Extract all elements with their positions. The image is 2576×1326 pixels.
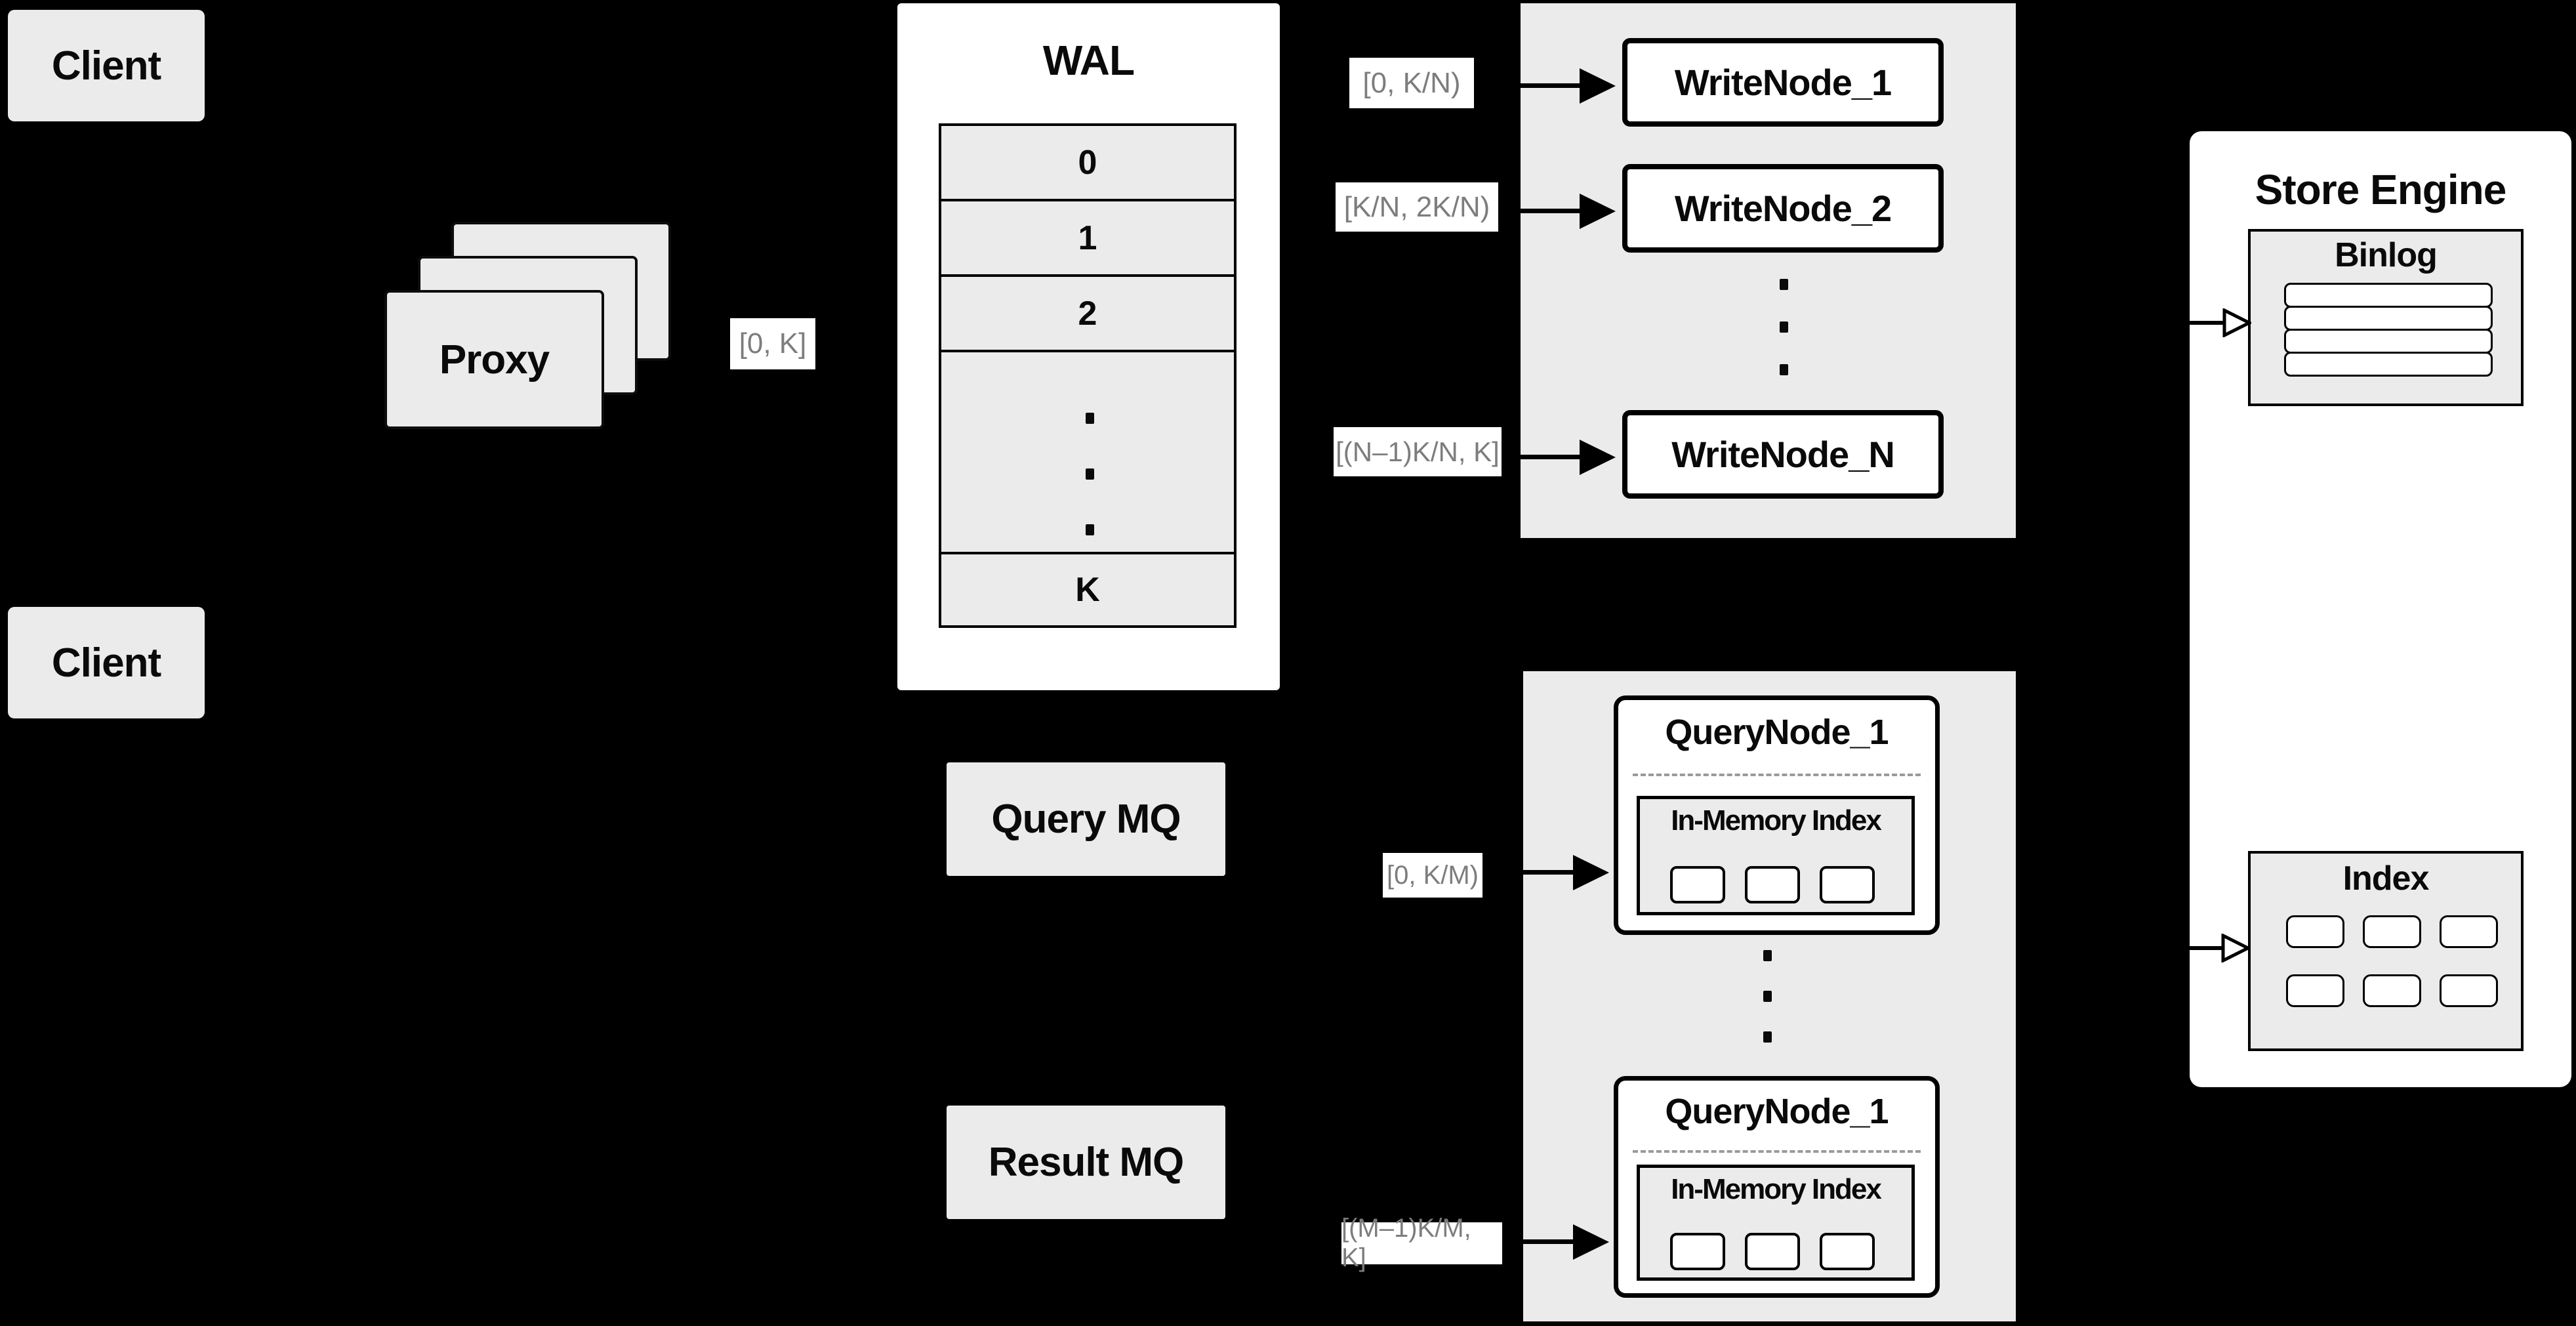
arrow-to-binlog [2184, 321, 2225, 325]
querynode-m-inmem-title: In-Memory Index [1671, 1173, 1882, 1205]
index-box-4 [2286, 974, 2344, 1007]
querynode-1-title: QueryNode_1 [1665, 713, 1889, 752]
querynode-ellipsis-dot-3 [1763, 1031, 1772, 1043]
querynode-ellipsis-dot-2 [1763, 991, 1772, 1002]
proxy-label: Proxy [439, 337, 550, 383]
binlog-row-4 [2284, 352, 2493, 377]
writenode-ellipsis-dot-1 [1780, 279, 1788, 290]
wal-segment-2-label: 2 [1078, 294, 1097, 333]
arrow-head-index-open [2221, 934, 2250, 963]
query-mq-box: Query MQ [947, 762, 1225, 876]
wal-title: WAL [1042, 37, 1135, 84]
wal-ellipsis-dot-1 [1086, 413, 1094, 424]
binlog-row-3 [2284, 329, 2493, 354]
index-title: Index [2342, 860, 2430, 898]
arrow-to-querynode-m [1523, 1239, 1576, 1244]
arrow-head-querynode-m [1573, 1224, 1609, 1260]
index-box-1 [2286, 915, 2344, 948]
querynode-m-box: QueryNode_1 In-Memory Index [1614, 1076, 1940, 1298]
store-engine-panel: Store Engine Binlog Index [2190, 131, 2571, 1087]
writenode-n-label: WriteNode_N [1671, 434, 1895, 475]
writenode-2-box: WriteNode_2 [1622, 164, 1944, 253]
querynode-1-segment-2 [1745, 866, 1800, 903]
querynode-m-segment-1 [1670, 1233, 1725, 1270]
range-label-querynode-m-text: [(M–1)K/M, K] [1341, 1214, 1471, 1272]
arrow-head-querynode-1 [1573, 855, 1609, 890]
store-engine-title: Store Engine [2255, 166, 2507, 213]
proxy-card-front: Proxy [384, 290, 604, 429]
querynode-1-inmem-panel: In-Memory Index [1637, 796, 1915, 915]
client-bottom-box: Client [8, 607, 205, 718]
querynode-ellipsis-dot-1 [1763, 950, 1772, 961]
arrow-head-binlog-open [2222, 308, 2251, 337]
arrow-to-writenode-n [1521, 455, 1582, 459]
range-label-writenode-2-text: [K/N, 2K/N) [1343, 190, 1490, 223]
writenode-ellipsis-dot-3 [1780, 364, 1788, 375]
querynode-m-inmem-panel: In-Memory Index [1637, 1165, 1915, 1281]
writenode-ellipsis-dot-2 [1780, 321, 1788, 333]
range-label-writenode-n: [(N–1)K/N, K] [1334, 427, 1502, 476]
binlog-row-1 [2284, 283, 2493, 308]
binlog-rows [2284, 283, 2493, 377]
range-label-writenode-n-text: [(N–1)K/N, K] [1336, 436, 1500, 467]
wal-ellipsis-dot-2 [1086, 468, 1094, 480]
querynode-group-panel: QueryNode_1 In-Memory Index QueryNode_1 … [1523, 671, 2016, 1321]
writenode-2-label: WriteNode_2 [1674, 188, 1892, 229]
index-box-3 [2440, 915, 2498, 948]
wal-segment-k-label: K [1075, 571, 1100, 609]
range-label-proxy-to-wal-text: [0, K] [739, 327, 807, 360]
querynode-1-box: QueryNode_1 In-Memory Index [1614, 695, 1940, 935]
wal-segment-0-label: 0 [1078, 143, 1097, 182]
wal-segment-2: 2 [941, 274, 1234, 350]
writenode-1-box: WriteNode_1 [1622, 38, 1944, 127]
range-label-querynode-m: [(M–1)K/M, K] [1341, 1214, 1502, 1272]
client-top-label: Client [51, 43, 161, 89]
arrow-to-writenode-2 [1521, 209, 1582, 213]
querynode-1-inmem-title: In-Memory Index [1671, 804, 1882, 837]
querynode-m-divider [1633, 1150, 1921, 1153]
wal-ellipsis-dot-3 [1086, 524, 1094, 535]
querynode-m-segment-2 [1745, 1233, 1800, 1270]
index-box-2 [2363, 915, 2421, 948]
writenode-group-panel: WriteNode_1 WriteNode_2 WriteNode_N [1521, 3, 2016, 538]
binlog-title: Binlog [2335, 236, 2438, 274]
wal-segment-k: K [941, 552, 1234, 625]
range-label-querynode-1: [0, K/M) [1383, 853, 1482, 898]
querynode-m-segment-3 [1820, 1233, 1875, 1270]
index-box-6 [2440, 974, 2498, 1007]
arrow-to-index [2184, 946, 2224, 950]
wal-segment-1-label: 1 [1078, 218, 1097, 257]
arrow-head-writenode-1 [1580, 68, 1616, 104]
querynode-1-segment-1 [1670, 866, 1725, 903]
range-label-writenode-1-text: [0, K/N) [1362, 66, 1461, 99]
querynode-1-divider [1633, 774, 1921, 776]
range-label-writenode-2: [K/N, 2K/N) [1336, 182, 1498, 232]
range-label-proxy-to-wal: [0, K] [730, 318, 815, 369]
writenode-1-label: WriteNode_1 [1674, 62, 1892, 103]
wal-panel: WAL 0 1 2 K [897, 3, 1280, 690]
arrow-head-writenode-2 [1580, 194, 1616, 229]
arrow-head-writenode-n [1580, 440, 1616, 475]
querynode-m-title: QueryNode_1 [1665, 1092, 1889, 1131]
writenode-n-box: WriteNode_N [1622, 410, 1944, 499]
index-panel: Index [2248, 851, 2524, 1051]
range-label-querynode-1-text: [0, K/M) [1386, 860, 1479, 890]
querynode-1-segment-3 [1820, 866, 1875, 903]
arrow-to-writenode-1 [1521, 83, 1582, 88]
wal-segment-ellipsis [941, 350, 1234, 552]
arrow-to-querynode-1 [1523, 870, 1576, 875]
result-mq-box: Result MQ [947, 1106, 1225, 1219]
client-bottom-label: Client [51, 640, 161, 686]
binlog-row-2 [2284, 306, 2493, 331]
range-label-writenode-1: [0, K/N) [1349, 58, 1474, 108]
wal-segment-1: 1 [941, 199, 1234, 274]
binlog-panel: Binlog [2248, 229, 2524, 406]
query-mq-label: Query MQ [991, 797, 1181, 842]
wal-segment-stack: 0 1 2 K [939, 123, 1237, 628]
index-box-5 [2363, 974, 2421, 1007]
wal-segment-0: 0 [941, 126, 1234, 199]
result-mq-label: Result MQ [988, 1140, 1185, 1185]
client-top-box: Client [8, 10, 205, 121]
